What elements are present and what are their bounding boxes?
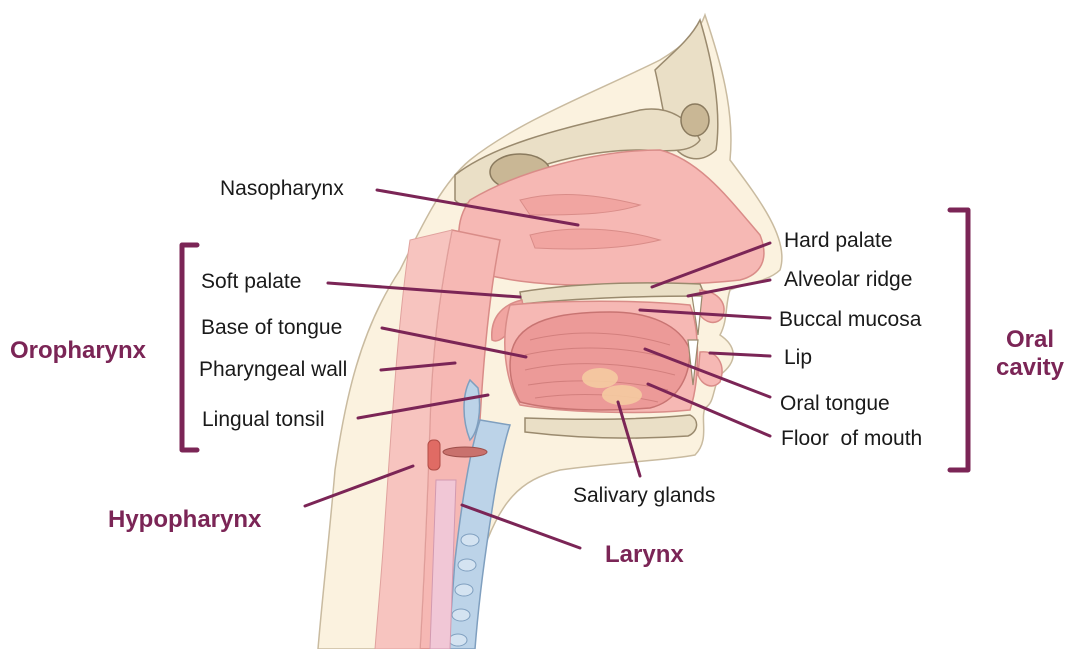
tongue (510, 312, 690, 410)
label-pharyngeal-wall: Pharyngeal wall (199, 359, 347, 380)
region-oral-cavity-line2: cavity (982, 354, 1078, 382)
vocal-fold (443, 447, 487, 457)
hypopharynx-spot (428, 440, 440, 470)
oropharynx-bracket (182, 245, 197, 450)
region-larynx: Larynx (605, 541, 684, 569)
label-buccal-mucosa: Buccal mucosa (779, 309, 921, 330)
label-lingual-tonsil: Lingual tonsil (202, 409, 325, 430)
region-oral-cavity: Oral cavity (982, 326, 1078, 381)
frontal-sinus (681, 104, 709, 136)
label-hard-palate: Hard palate (784, 230, 893, 251)
submandibular-gland (602, 385, 642, 405)
label-nasopharynx: Nasopharynx (220, 178, 344, 199)
label-alveolar-ridge: Alveolar ridge (784, 269, 912, 290)
label-lip: Lip (784, 347, 812, 368)
region-oral-cavity-line1: Oral (982, 326, 1078, 354)
region-hypopharynx: Hypopharynx (108, 506, 261, 534)
label-floor-of-mouth: Floor of mouth (781, 428, 922, 449)
region-oropharynx: Oropharynx (10, 337, 146, 365)
label-base-of-tongue: Base of tongue (201, 317, 342, 338)
oral-cavity-bracket (950, 210, 968, 470)
sublingual-gland (582, 368, 618, 388)
label-soft-palate: Soft palate (201, 271, 301, 292)
mandible (525, 415, 697, 438)
label-salivary-glands: Salivary glands (573, 485, 715, 506)
label-oral-tongue: Oral tongue (780, 393, 890, 414)
